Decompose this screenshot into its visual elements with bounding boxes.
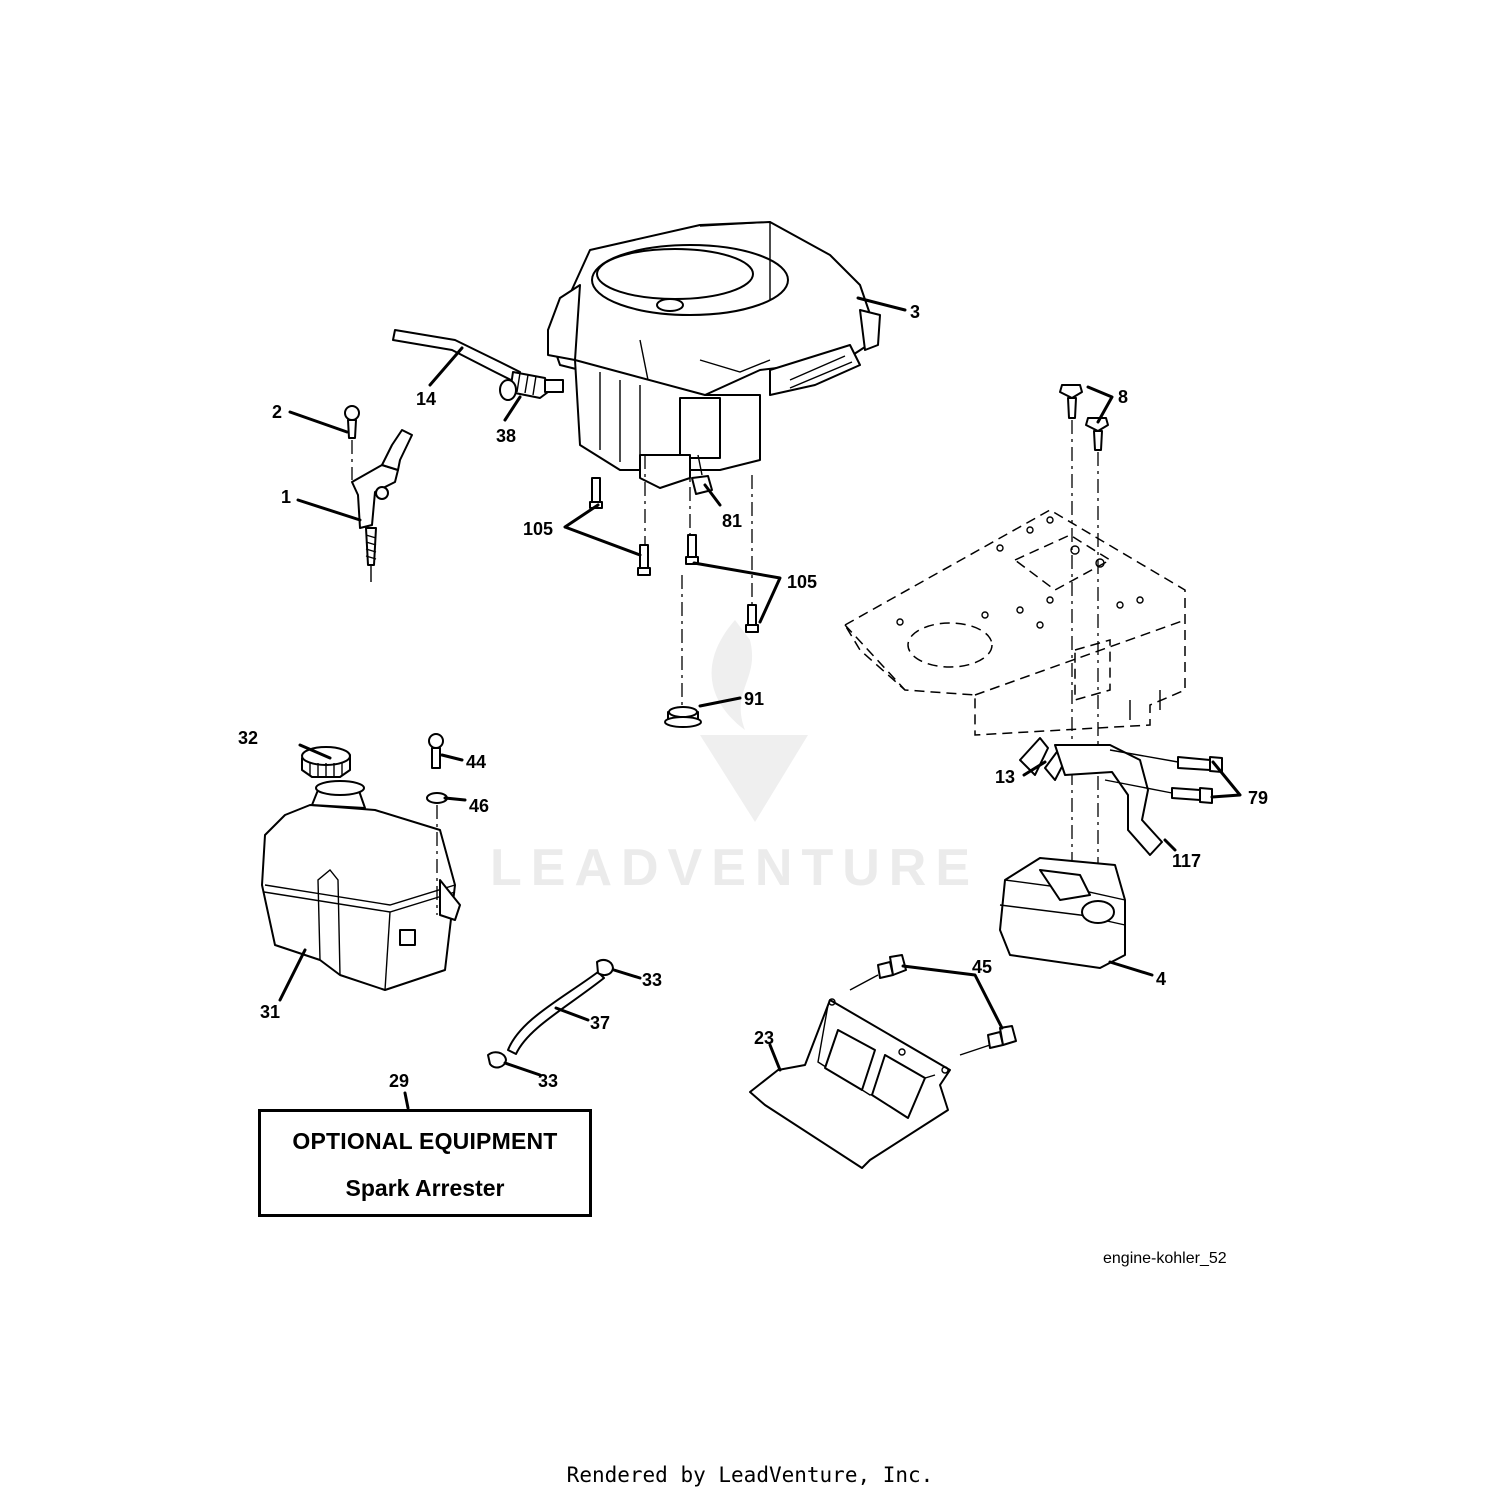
callout-8: 8 xyxy=(1118,387,1128,407)
watermark-logo xyxy=(700,620,808,822)
callout-81: 81 xyxy=(722,511,742,531)
tank-screw xyxy=(428,733,444,769)
fuel-cap xyxy=(301,746,351,778)
fuel-fitting xyxy=(499,371,564,401)
heat-shield-screws xyxy=(849,954,1017,1056)
callout-29: 29 xyxy=(389,1071,409,1091)
callout-79: 79 xyxy=(1248,788,1268,808)
callout-2: 2 xyxy=(272,402,282,422)
throttle-control xyxy=(351,429,413,582)
frame-bolts xyxy=(1059,384,1109,880)
callout-14: 14 xyxy=(416,389,436,409)
leader-lines xyxy=(278,296,1242,1110)
throttle-screw xyxy=(344,405,360,480)
optional-equipment-box: OPTIONAL EQUIPMENT Spark Arrester xyxy=(258,1109,592,1217)
callout-33b: 33 xyxy=(538,1071,558,1091)
watermark-text: LEADVENTURE xyxy=(490,839,980,897)
callout-32: 32 xyxy=(238,728,258,748)
callout-91: 91 xyxy=(744,689,764,709)
engine-bolts xyxy=(589,455,759,633)
hose-clamp-upper xyxy=(596,959,614,977)
tank-washer xyxy=(426,792,448,915)
optional-equipment-subtitle: Spark Arrester xyxy=(345,1175,505,1201)
callout-33a: 33 xyxy=(642,970,662,990)
muffler xyxy=(999,857,1126,969)
hose-clamp-lower xyxy=(487,1051,507,1069)
callout-105b: 105 xyxy=(787,572,817,592)
callout-23: 23 xyxy=(754,1028,774,1048)
fuel-tank xyxy=(261,780,461,991)
callout-4: 4 xyxy=(1156,969,1166,989)
callout-13: 13 xyxy=(995,767,1015,787)
callout-31: 31 xyxy=(260,1002,280,1022)
tractor-frame xyxy=(843,509,1186,736)
callout-105a: 105 xyxy=(523,519,553,539)
optional-equipment-title: OPTIONAL EQUIPMENT xyxy=(292,1128,558,1154)
callout-38: 38 xyxy=(496,426,516,446)
callout-3: 3 xyxy=(910,302,920,322)
diagram-reference: engine-kohler_52 xyxy=(1103,1250,1227,1267)
engine-bushing xyxy=(664,575,702,728)
callout-117: 117 xyxy=(1172,851,1201,871)
callout-44: 44 xyxy=(466,752,486,772)
render-credit: Rendered by LeadVenture, Inc. xyxy=(566,1463,934,1487)
engine xyxy=(547,221,881,489)
callout-45: 45 xyxy=(972,957,992,977)
callout-46: 46 xyxy=(469,796,489,816)
exhaust-pipe xyxy=(1054,744,1163,856)
callout-37: 37 xyxy=(590,1013,610,1033)
callout-1: 1 xyxy=(281,487,291,507)
heat-shield xyxy=(749,998,951,1169)
